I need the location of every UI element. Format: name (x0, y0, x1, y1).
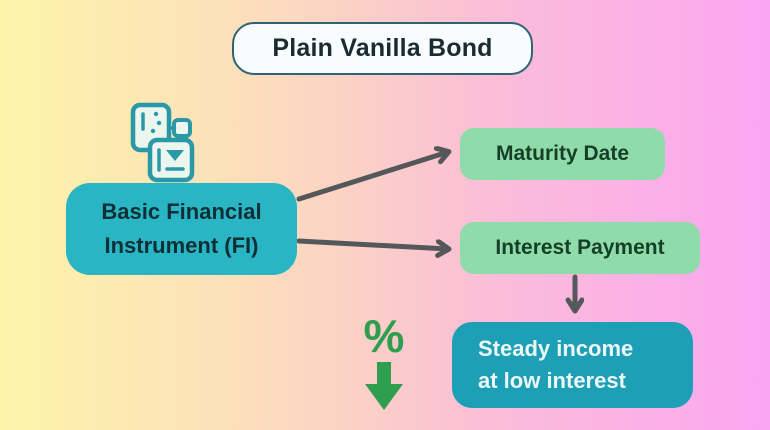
node-steady-line2: at low interest (478, 368, 626, 393)
percent-symbol: % (363, 310, 405, 362)
node-interest-payment: Interest Payment (460, 222, 700, 274)
documents-invoice-icon (130, 102, 195, 183)
page-title-label: Plain Vanilla Bond (272, 34, 493, 62)
page-title: Plain Vanilla Bond (232, 22, 533, 75)
node-maturity-date: Maturity Date (460, 128, 665, 180)
node-basic-line2: Instrument (FI) (104, 233, 259, 258)
edge-basic-to-maturity (296, 152, 448, 202)
node-maturity-label: Maturity Date (495, 142, 630, 165)
node-steady-line1: Steady income (478, 336, 634, 361)
percent-decrease-icon: % (356, 312, 412, 410)
edge-basic-to-interest (296, 238, 448, 249)
node-basic-line1: Basic Financial (101, 199, 262, 224)
down-arrow-icon (365, 362, 403, 410)
node-interest-label: Interest Payment (495, 236, 665, 259)
node-steady-income: Steady income at low interest (452, 322, 693, 408)
node-basic-financial-instrument: Basic Financial Instrument (FI) (66, 183, 297, 275)
